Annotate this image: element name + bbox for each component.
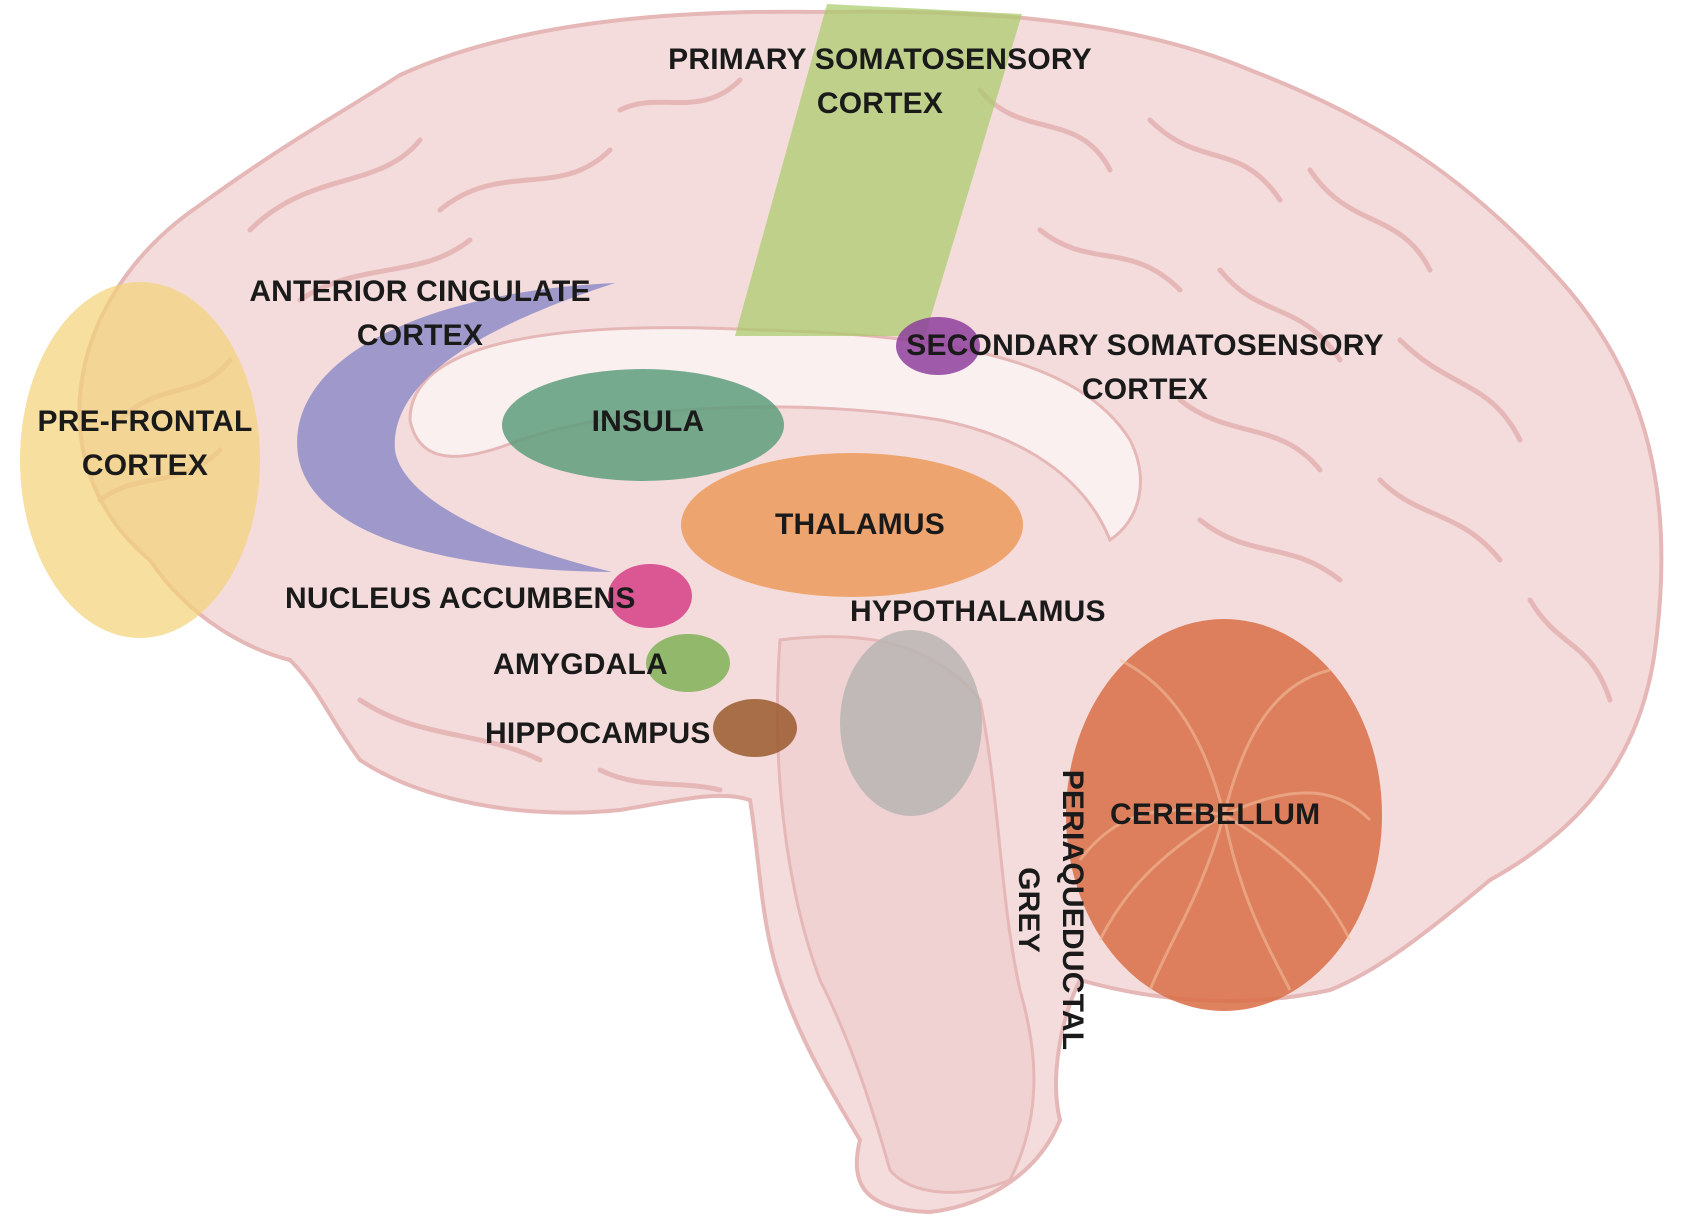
anterior-cingulate-label-line2: CORTEX (356, 319, 484, 352)
gyri-lines (97, 77, 1613, 793)
hypothalamus-label: HYPOTHALAMUS (850, 595, 1106, 628)
amygdala-label: AMYGDALA (493, 648, 668, 681)
secondary-somatosensory-region (896, 317, 980, 375)
nucleus-accumbens-region (608, 564, 692, 628)
primary-somatosensory-label-line1: PRIMARY SOMATOSENSORY (668, 43, 1092, 76)
thalamus-label: THALAMUS (775, 508, 945, 541)
anterior-cingulate-label-line1: ANTERIOR CINGULATE (249, 275, 591, 308)
cerebellum-region (1066, 619, 1382, 1011)
amygdala-region (646, 634, 730, 692)
secondary-somatosensory-label: SECONDARY SOMATOSENSORY CORTEX (905, 324, 1385, 412)
periaqueductal-grey-label: PERIAQUEDUCTAL GREY (990, 710, 1094, 1110)
cerebellum-label: CEREBELLUM (1110, 798, 1321, 831)
periaqueductal-grey-label-line2: GREY (1012, 867, 1045, 953)
insula-label: INSULA (591, 405, 705, 438)
prefrontal-label-line1: PRE-FRONTAL (37, 405, 253, 438)
primary-somatosensory-label: PRIMARY SOMATOSENSORY CORTEX (640, 38, 1120, 126)
anterior-cingulate-label: ANTERIOR CINGULATE CORTEX (240, 270, 600, 358)
periaqueductal-grey-region (840, 630, 982, 816)
periaqueductal-grey-label-line1: PERIAQUEDUCTAL (1056, 769, 1089, 1051)
hippocampus-region (713, 699, 797, 757)
primary-somatosensory-label-line2: CORTEX (816, 87, 944, 120)
nucleus-accumbens-label: NUCLEUS ACCUMBENS (285, 582, 636, 615)
hippocampus-label: HIPPOCAMPUS (485, 717, 711, 750)
thalamus-region (681, 453, 1023, 597)
brainstem (775, 635, 1036, 1194)
prefrontal-label-line2: CORTEX (81, 449, 209, 482)
insula-region (502, 369, 784, 481)
secondary-somatosensory-label-line2: CORTEX (1081, 373, 1209, 406)
prefrontal-label: PRE-FRONTAL CORTEX (25, 400, 265, 488)
secondary-somatosensory-label-line1: SECONDARY SOMATOSENSORY (906, 329, 1384, 362)
primary-somatosensory-region (735, 4, 1022, 336)
anterior-cingulate-region (297, 283, 615, 572)
prefrontal-region (20, 282, 260, 638)
